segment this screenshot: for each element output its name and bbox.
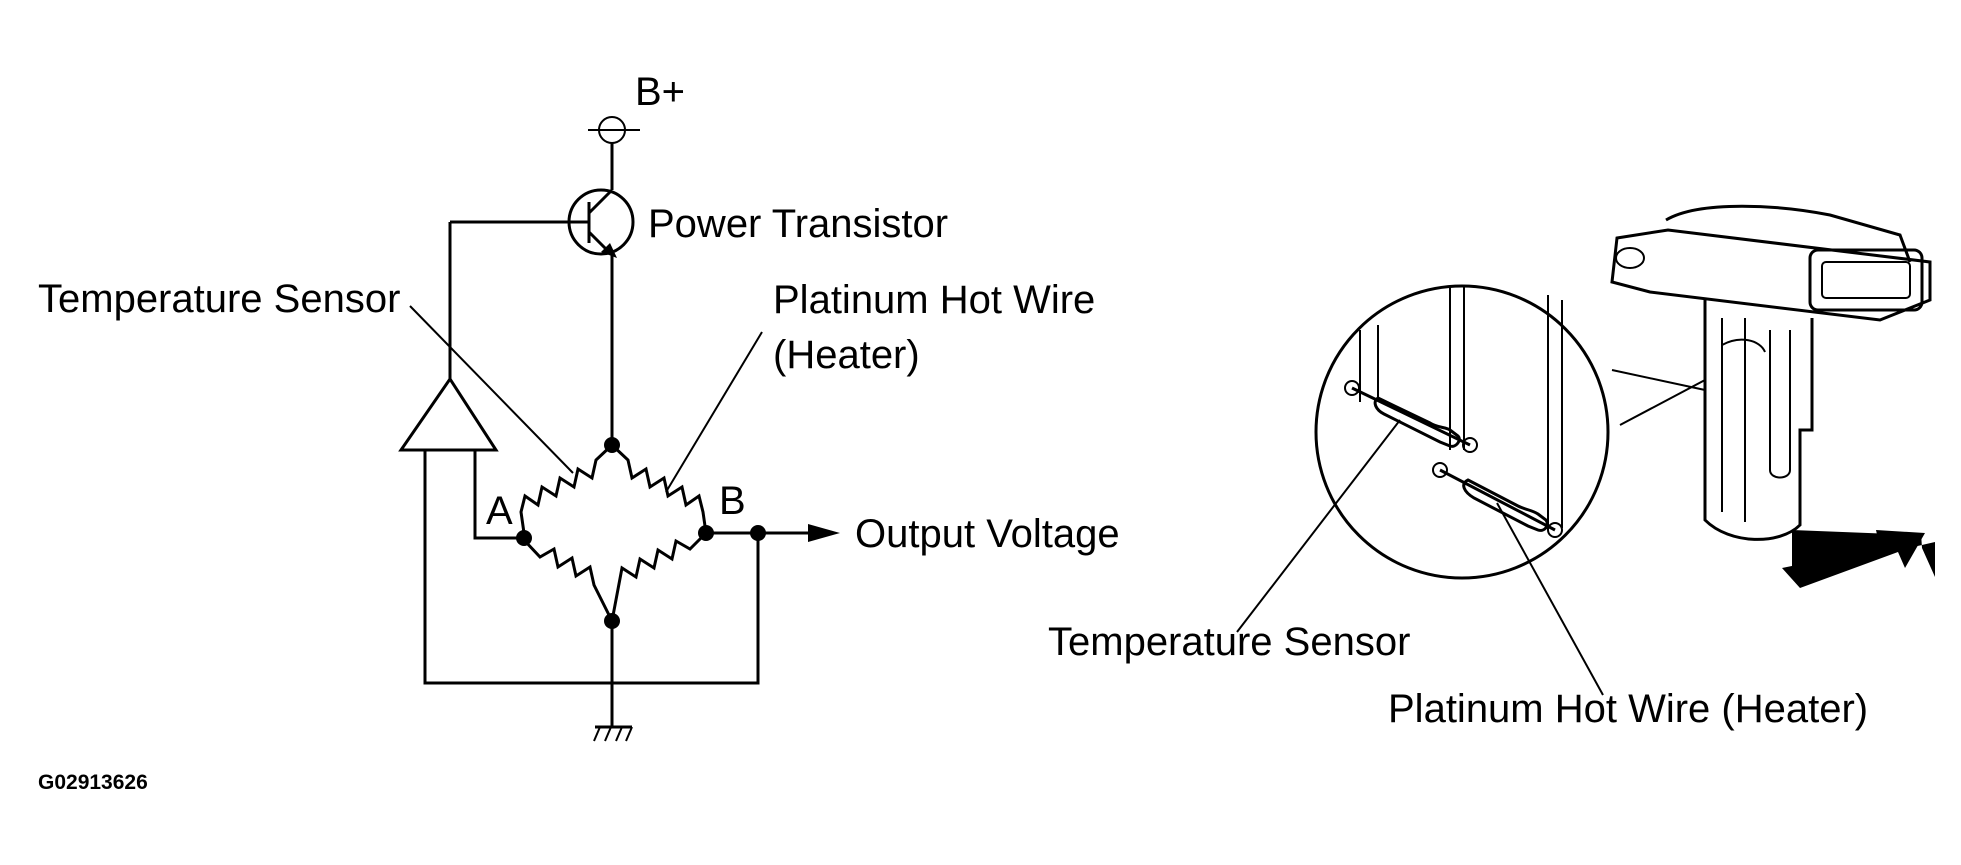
supply-terminal-icon	[588, 116, 640, 190]
hot-wire-resistor-icon	[610, 443, 708, 534]
reference-resistor-right-icon	[610, 531, 708, 622]
node-b-label: B	[719, 479, 746, 523]
airflow-meter-illustration: Temperature Sensor Platinum Hot Wire (He…	[1048, 204, 1935, 731]
sensor-temperature-leader	[1236, 419, 1401, 633]
bridge-top-node	[604, 437, 620, 453]
input-a-wire	[473, 450, 524, 540]
ground-icon	[593, 725, 633, 742]
temperature-sensor-label: Temperature Sensor	[38, 277, 400, 321]
op-amp-icon	[398, 376, 499, 452]
hot-wire-element-icon	[1432, 462, 1563, 538]
wheatstone-bridge	[516, 437, 714, 629]
power-transistor-icon	[450, 188, 635, 258]
magnified-view	[1314, 284, 1610, 580]
temperature-sensor-resistor-icon	[519, 443, 614, 534]
hot-wire-leader	[665, 331, 763, 493]
node-a-label: A	[486, 489, 513, 533]
airflow-arrow-icon	[1782, 530, 1925, 588]
reference-resistor-left-icon	[522, 538, 614, 622]
transistor-label: Power Transistor	[648, 202, 948, 246]
hot-wire-label-line1: Platinum Hot Wire	[773, 278, 1095, 322]
circuit-diagram: B+ Power Transistor	[38, 70, 1120, 742]
feedback-wire	[423, 450, 760, 685]
temperature-sensor-leader	[409, 305, 574, 474]
zoom-callout-bottom	[1619, 379, 1706, 426]
sensor-hot-wire-leader	[1496, 502, 1604, 696]
airflow-meter-housing-icon	[1610, 204, 1932, 541]
figure-code: G02913626	[38, 771, 148, 794]
sensor-hot-wire-label: Platinum Hot Wire (Heater)	[1388, 687, 1868, 731]
output-voltage-label: Output Voltage	[855, 512, 1120, 556]
hot-wire-label-line2: (Heater)	[773, 333, 920, 377]
supply-label: B+	[635, 70, 685, 114]
sensor-temperature-label: Temperature Sensor	[1048, 620, 1410, 664]
temperature-sensor-element-icon	[1344, 380, 1478, 453]
zoom-callout-top	[1611, 369, 1706, 391]
output-arrow-icon	[808, 524, 840, 542]
